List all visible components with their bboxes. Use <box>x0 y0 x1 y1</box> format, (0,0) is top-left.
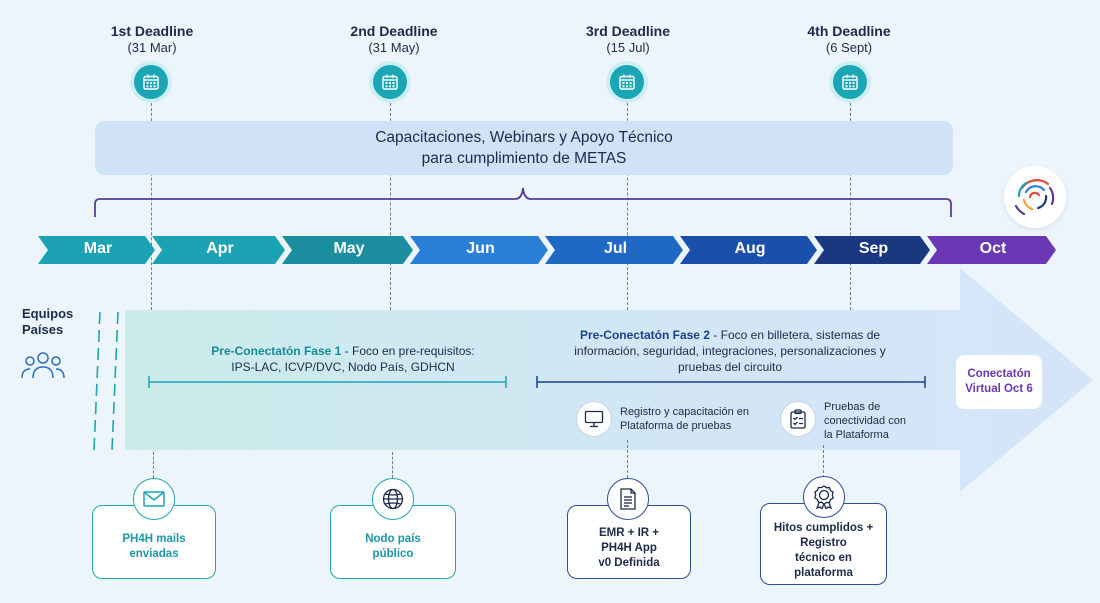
phase-1-line-2: IPS-LAC, ICVP/DVC, Nodo País, GDHCN <box>231 360 455 374</box>
chevron-jun <box>410 236 548 264</box>
deadline-4-date: (6 Sept) <box>825 40 873 55</box>
training-banner: Capacitaciones, Webinars y Apoyo Técnico… <box>95 121 953 175</box>
calendar-icon <box>833 65 867 99</box>
phase-2-line-2: información, seguridad, integraciones, p… <box>574 344 886 358</box>
chevron-oct <box>927 236 1056 264</box>
milestone-2-line-1: Nodo país <box>365 533 421 545</box>
equipos-label: Equipos Países <box>22 306 73 338</box>
milestone-3-line-1: EMR + IR + <box>598 526 660 539</box>
deadline-1-date: (31 Mar) <box>127 40 177 55</box>
month-label: Apr <box>206 240 234 257</box>
task-1-text: Registro y capacitación en Plataforma de… <box>620 405 749 433</box>
banner-line-1: Capacitaciones, Webinars y Apoyo Técnico <box>375 129 673 146</box>
chevron-may <box>282 236 413 264</box>
document-icon <box>607 478 649 520</box>
chevron-jul <box>545 236 683 264</box>
milestone-4-line-3: técnico en <box>795 552 852 564</box>
deadline-2-guide <box>390 98 391 310</box>
month-label: Oct <box>979 240 1007 257</box>
milestone-4-line-1: Hitos cumplidos + <box>773 522 874 534</box>
milestone-connector <box>153 452 154 478</box>
calendar-icon <box>134 65 168 99</box>
mail-icon <box>133 478 175 520</box>
deadline-3-guide <box>627 98 628 310</box>
milestone-2-line-2: público <box>372 548 414 560</box>
month-label: Jun <box>466 240 495 257</box>
globe-icon <box>372 478 414 520</box>
task-1-line-1: Registro y capacitación en <box>620 406 750 418</box>
phase-2-line-3: pruebas del circuito <box>677 360 783 374</box>
deadline-2-date: (31 May) <box>368 40 420 55</box>
calendar-icon <box>373 65 407 99</box>
equipos-line-1: Equipos <box>22 306 74 321</box>
milestone-3-line-2: PH4H App <box>601 541 657 554</box>
deadline-3-date: (15 Jul) <box>606 40 650 55</box>
task-2-line-1: Pruebas de <box>824 401 881 413</box>
task-2-line-3: la Plataforma <box>824 429 889 441</box>
task-1-line-2: Plataforma de pruebas <box>620 420 732 432</box>
deadline-1-title: 1st Deadline <box>110 23 194 39</box>
award-badge-icon <box>803 476 845 518</box>
month-timeline <box>38 236 1056 264</box>
deadline-3-title: 3rd Deadline <box>585 23 671 39</box>
phase-2-range <box>536 376 926 388</box>
deadline-4-guide <box>850 98 851 310</box>
phase-2-text: Pre-Conectatón Fase 2 - Foco en billeter… <box>545 327 915 375</box>
banner-bracket <box>94 187 952 217</box>
milestone-connector <box>823 445 824 478</box>
equipos-line-2: Países <box>22 322 64 337</box>
month-label: Sep <box>858 240 889 257</box>
milestone-4-line-2: Registro <box>800 537 847 549</box>
deadline-2-title: 2nd Deadline <box>350 23 438 39</box>
milestone-connector <box>392 452 393 478</box>
conectaton-box: Conectatón Virtual Oct 6 <box>956 355 1042 409</box>
chevron-mar <box>38 236 155 264</box>
month-label: May <box>333 240 365 257</box>
milestone-connector <box>627 440 628 478</box>
clipboard-checklist-icon <box>780 401 816 437</box>
conectaton-line-1: Conectatón <box>967 368 1031 380</box>
milestone-3-line-3: v0 Definida <box>598 556 660 569</box>
task-2-text: Pruebas de conectividad con la Plataform… <box>824 400 906 442</box>
banner-line-2: para cumplimiento de METAS <box>421 150 627 167</box>
month-label: Aug <box>734 240 766 257</box>
chevron-aug <box>680 236 817 264</box>
phase-1-title: Pre-Conectatón Fase 1 <box>211 344 342 358</box>
phase-1-desc: - Foco en pre-requisitos: <box>341 344 475 358</box>
milestone-1-line-1: PH4H mails <box>122 533 186 545</box>
month-label: Jul <box>603 240 628 257</box>
task-2-line-2: conectividad con <box>824 415 906 427</box>
phase-2-desc: - Foco en billetera, sistemas de <box>709 328 881 342</box>
deadline-4-title: 4th Deadline <box>807 23 891 39</box>
monitor-icon <box>576 401 612 437</box>
milestone-1-line-2: enviadas <box>129 548 179 560</box>
phase-1-range <box>148 376 507 388</box>
phase-2-title: Pre-Conectatón Fase 2 <box>579 328 710 342</box>
logo <box>1004 166 1066 228</box>
conectaton-line-2: Virtual Oct 6 <box>965 383 1033 395</box>
chevron-apr <box>152 236 285 264</box>
month-label: Mar <box>83 240 113 257</box>
chevron-sep <box>814 236 930 264</box>
deadline-1-guide <box>151 98 152 310</box>
people-icon <box>20 350 66 385</box>
calendar-icon <box>610 65 644 99</box>
milestone-4-line-4: plataforma <box>794 567 853 579</box>
phase-1-text: Pre-Conectatón Fase 1 - Foco en pre-requ… <box>158 343 528 375</box>
